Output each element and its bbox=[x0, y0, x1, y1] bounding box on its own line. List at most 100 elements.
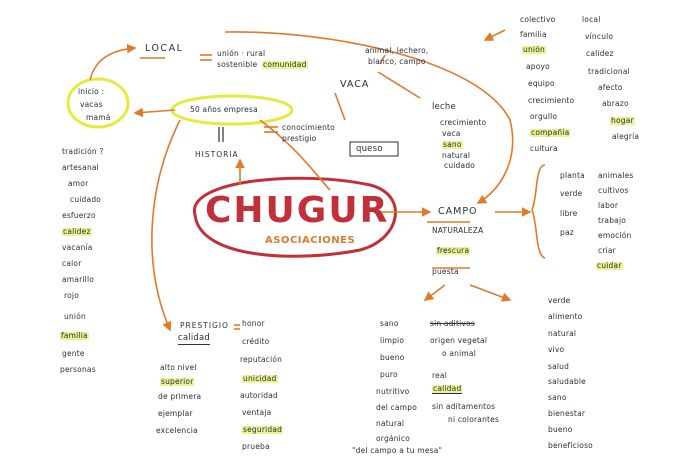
word: criar bbox=[598, 246, 616, 255]
word: superior bbox=[160, 377, 195, 386]
word: nutritivo bbox=[376, 387, 410, 396]
campo-label: CAMPO bbox=[438, 206, 478, 217]
word: afecto bbox=[598, 83, 623, 92]
word: real bbox=[432, 371, 448, 380]
word: emoción bbox=[598, 231, 632, 240]
word: calor bbox=[62, 259, 82, 268]
word: calidad bbox=[432, 384, 463, 394]
word: puro bbox=[380, 370, 398, 379]
leche-item: vaca bbox=[442, 129, 461, 138]
word: artesanal bbox=[62, 163, 99, 172]
word: planta bbox=[560, 171, 585, 180]
word: vivo bbox=[548, 345, 565, 354]
word: unión bbox=[64, 312, 86, 321]
word: tradición ? bbox=[62, 147, 104, 156]
word: bueno bbox=[548, 425, 573, 434]
word: hogar bbox=[610, 116, 635, 125]
word: local bbox=[582, 15, 601, 24]
leche-item: cuidado bbox=[444, 161, 476, 170]
center-shape bbox=[193, 176, 397, 258]
word: familia bbox=[60, 331, 89, 340]
word: labor bbox=[598, 201, 619, 210]
word: sano bbox=[380, 319, 399, 328]
word: unicidad bbox=[242, 374, 278, 383]
word: rojo bbox=[64, 291, 79, 300]
local-note-3: comunidad bbox=[262, 60, 308, 69]
word: vínculo bbox=[585, 32, 614, 41]
word: cultura bbox=[530, 144, 558, 153]
local-note-1: unión · rural bbox=[217, 49, 266, 58]
word: bueno bbox=[380, 353, 405, 362]
word: saludable bbox=[548, 377, 586, 386]
word: alegría bbox=[612, 132, 640, 141]
word: seguridad bbox=[242, 425, 284, 434]
campo-item: puesta bbox=[432, 267, 459, 276]
word: verde bbox=[548, 296, 571, 305]
word: cuidado bbox=[70, 195, 102, 204]
word: autoridad bbox=[240, 391, 278, 400]
historia-label: HISTORIA bbox=[195, 150, 239, 159]
word: trabajo bbox=[598, 216, 627, 225]
queso-label: queso bbox=[356, 144, 383, 154]
word: reputación bbox=[240, 355, 283, 364]
calidad-label: calidad bbox=[178, 333, 211, 345]
vaca-note-2: blanco, campo bbox=[368, 57, 426, 66]
vaca-label: VACA bbox=[340, 79, 370, 90]
center-subtitle: ASOCIACIONES bbox=[265, 235, 356, 246]
word: gente bbox=[62, 349, 85, 358]
word: alimento bbox=[548, 312, 583, 321]
word: alto nivel bbox=[160, 363, 197, 372]
word: natural bbox=[548, 329, 577, 338]
word: verde bbox=[560, 189, 583, 198]
word: calidez bbox=[62, 227, 92, 236]
word: calidez bbox=[586, 49, 614, 58]
word: de primera bbox=[158, 392, 202, 401]
word: paz bbox=[560, 228, 574, 237]
word: apoyo bbox=[526, 62, 550, 71]
center-title: CHUGUR bbox=[205, 190, 390, 231]
word: ventaja bbox=[242, 408, 272, 417]
word: personas bbox=[60, 365, 96, 374]
word: cultivos bbox=[598, 186, 629, 195]
queso-box bbox=[349, 141, 399, 157]
word: unión bbox=[522, 45, 546, 54]
leche-item: natural bbox=[442, 151, 471, 160]
word: abrazo bbox=[602, 99, 629, 108]
quote: "del campo a tu mesa" bbox=[352, 446, 443, 455]
vaca-note-1: animal, lechero, bbox=[365, 46, 429, 55]
word: esfuerzo bbox=[62, 211, 96, 220]
word: bienestar bbox=[548, 409, 586, 418]
word: o animal bbox=[442, 349, 476, 358]
word: tradicional bbox=[588, 67, 630, 76]
word: prueba bbox=[242, 442, 270, 451]
word: ejemplar bbox=[158, 409, 193, 418]
word: sin aditamentos bbox=[432, 402, 496, 411]
leche-item: crecimiento bbox=[440, 118, 487, 127]
campo-item: frescura bbox=[436, 246, 471, 255]
word: compañía bbox=[530, 128, 571, 137]
word: honor bbox=[242, 319, 265, 328]
word: orgánico bbox=[376, 434, 411, 443]
inicio-line-2: vacas bbox=[80, 100, 103, 109]
word: familia bbox=[520, 30, 547, 39]
inicio-line-1: inicio : bbox=[78, 87, 105, 96]
word: del campo bbox=[376, 403, 418, 412]
word: colectivo bbox=[520, 15, 556, 24]
word: orgullo bbox=[530, 112, 558, 121]
anos-note-2: prestigio bbox=[282, 134, 317, 143]
word: ni colorantes bbox=[448, 415, 500, 424]
word: excelencia bbox=[156, 426, 198, 435]
word: vacanía bbox=[62, 243, 93, 252]
word: cuidar bbox=[596, 261, 623, 270]
anos-note-1: conocimiento bbox=[282, 123, 335, 132]
leche-item: sano bbox=[442, 140, 463, 149]
word: limpio bbox=[380, 336, 405, 345]
word: amor bbox=[68, 179, 89, 188]
local-label: LOCAL bbox=[145, 43, 184, 54]
word: beneficioso bbox=[548, 441, 593, 450]
prestigio-label: PRESTIGIO bbox=[180, 321, 229, 330]
word: sano bbox=[548, 393, 567, 402]
word: amarillo bbox=[62, 275, 95, 284]
struck-word: sin aditivos bbox=[430, 319, 475, 328]
